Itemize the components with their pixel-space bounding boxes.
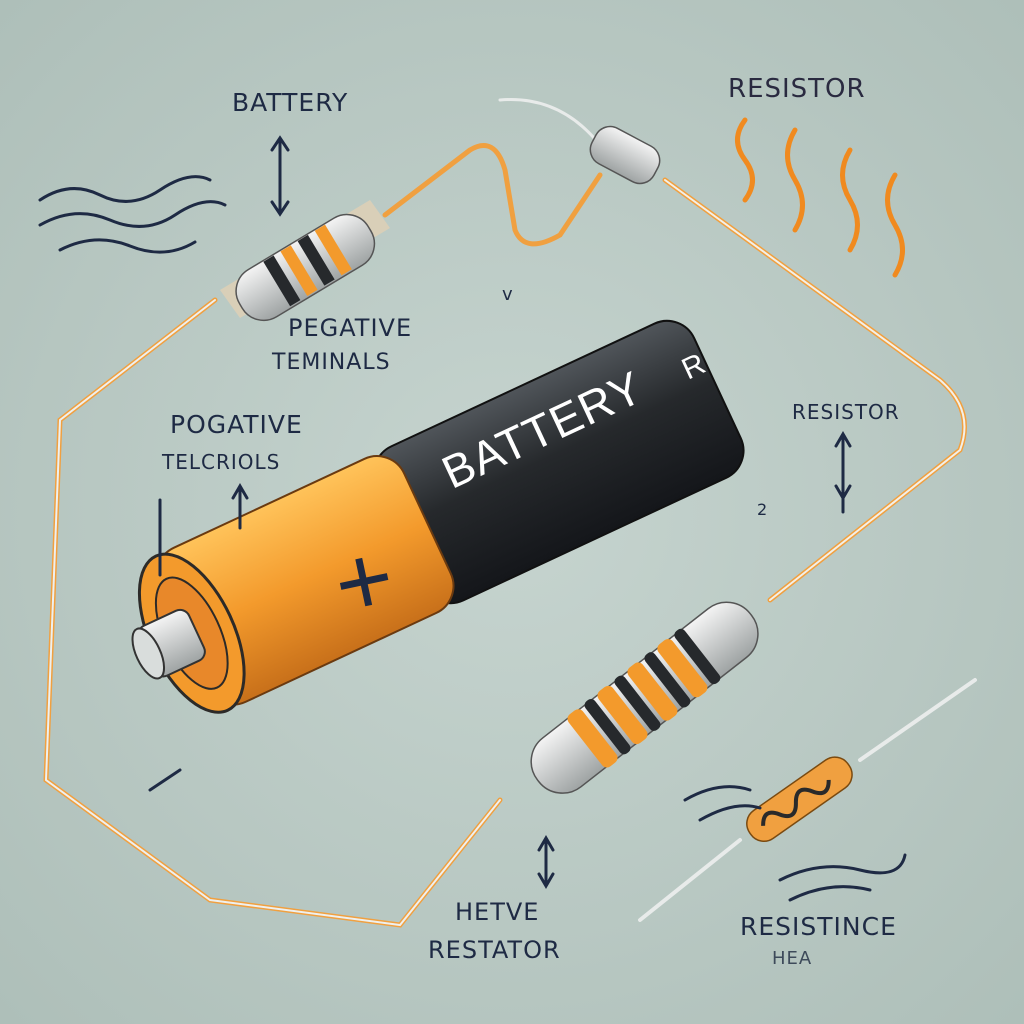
wires xyxy=(43,98,977,928)
label-resistor-top: RESISTOR xyxy=(728,74,866,104)
label-teminals: TEMINALS xyxy=(272,350,391,375)
connector-top xyxy=(589,125,661,185)
label-pogative: POGATIVE xyxy=(170,410,303,439)
label-restator: RESTATOR xyxy=(428,936,561,964)
label-resistince: RESISTINCE xyxy=(740,912,897,941)
label-pegative: PEGATIVE xyxy=(288,314,413,342)
wire-right-loop-highlight xyxy=(664,179,966,601)
label-resistor-mid: RESISTOR xyxy=(792,400,900,424)
heat-waves-icon xyxy=(735,117,905,278)
label-hetve: HETVE xyxy=(455,898,540,926)
arrow-resistor-mid-icon xyxy=(834,431,852,514)
arrows xyxy=(148,135,852,889)
resistor-top-left xyxy=(220,200,390,322)
resistor-small-heated xyxy=(746,756,853,842)
wire-left-loop-highlight xyxy=(44,299,501,927)
label-telcriols: TELCRIOLS xyxy=(162,450,281,474)
label-stray-2: 2 xyxy=(757,500,769,519)
arrow-battery-icon xyxy=(270,135,290,217)
resistor-lower xyxy=(530,601,759,794)
wire-small-resistor xyxy=(638,678,977,922)
arrow-pogative-icon xyxy=(231,483,249,530)
label-battery: BATTERY xyxy=(232,88,349,117)
wire-top-left xyxy=(382,143,603,247)
arrow-hetve-icon xyxy=(537,835,555,889)
plus-icon xyxy=(339,557,389,607)
label-stray-v: v xyxy=(502,284,514,305)
wire-top-thin xyxy=(498,98,602,147)
label-hea: HEA xyxy=(772,948,813,969)
squiggle-lines xyxy=(38,175,907,902)
tick-mark-bottom xyxy=(148,768,182,792)
battery xyxy=(131,319,745,714)
